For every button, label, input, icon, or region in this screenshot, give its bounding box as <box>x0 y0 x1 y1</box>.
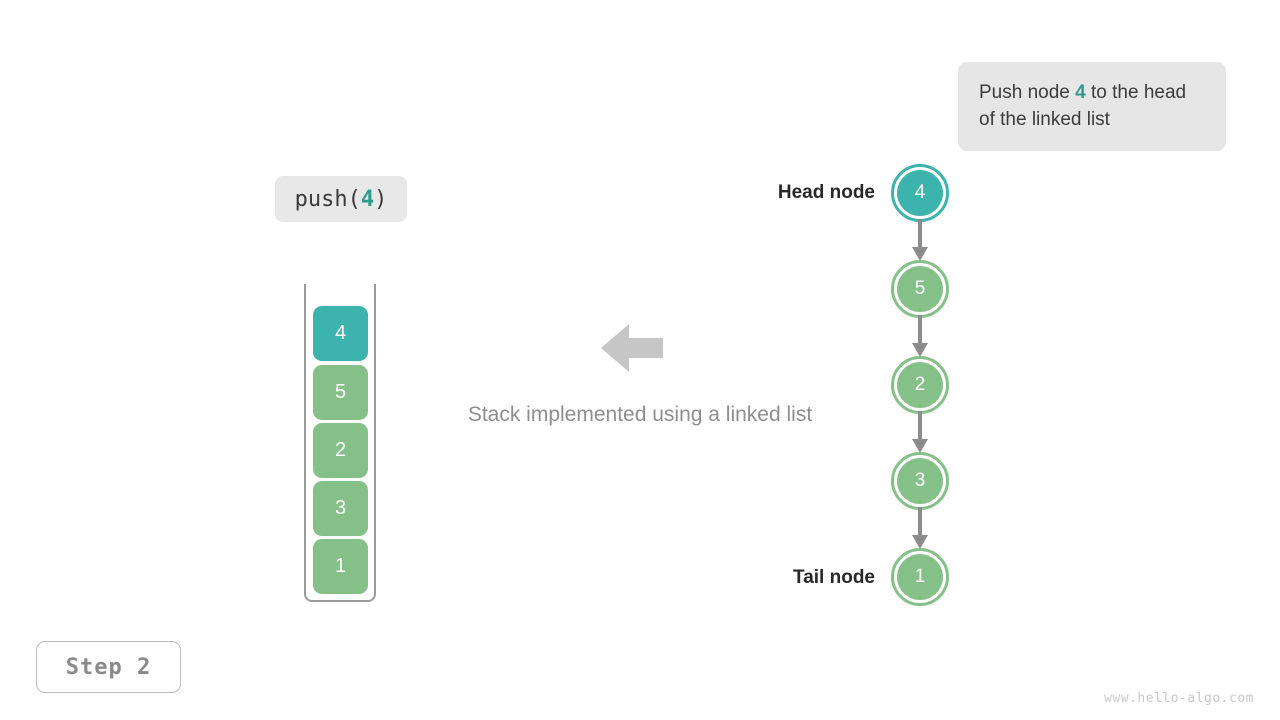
stack-visualization: 4 5 2 3 1 <box>304 284 376 602</box>
list-pointer-arrow <box>908 315 932 357</box>
list-pointer-arrow <box>908 411 932 453</box>
callout-tooltip: Push node 4 to the head of the linked li… <box>958 62 1226 151</box>
head-node-label: Head node <box>777 182 875 203</box>
list-node: 2 <box>891 356 949 414</box>
list-node-value: 5 <box>914 278 926 299</box>
list-node-fill: 1 <box>897 554 943 600</box>
stack-cell: 5 <box>313 365 368 420</box>
list-node-value: 3 <box>914 470 926 491</box>
callout-text-before: Push node <box>979 82 1076 103</box>
stack-cell: 2 <box>313 423 368 478</box>
list-node-fill: 5 <box>897 266 943 312</box>
list-node-fill: 2 <box>897 362 943 408</box>
list-pointer-arrow <box>908 219 932 261</box>
linked-list-visualization: Head node Tail node 4 5 2 3 1 <box>755 155 965 625</box>
step-badge: Step 2 <box>36 641 181 693</box>
list-node: 4 <box>891 164 949 222</box>
callout-highlight-value: 4 <box>1075 82 1086 103</box>
list-node-value: 1 <box>914 566 926 587</box>
callout-text-after: to the head of the linked list <box>979 82 1187 130</box>
list-node-value: 4 <box>914 182 926 203</box>
operation-suffix: ) <box>374 186 388 212</box>
list-node: 5 <box>891 260 949 318</box>
operation-prefix: push( <box>294 186 361 212</box>
tail-node-label: Tail node <box>793 567 875 588</box>
stack-cell-value: 4 <box>334 322 347 344</box>
list-node-fill: 4 <box>897 170 943 216</box>
stack-cell-value: 5 <box>334 381 347 403</box>
list-node-value: 2 <box>914 374 926 395</box>
list-pointer-arrow <box>908 507 932 549</box>
watermark: www.hello-algo.com <box>1104 691 1254 706</box>
operation-chip: push(4) <box>275 176 407 222</box>
arrow-left-icon <box>601 320 663 376</box>
stack-cell: 1 <box>313 539 368 594</box>
list-node: 1 <box>891 548 949 606</box>
stack-cell: 4 <box>313 306 368 361</box>
stack-cell-value: 3 <box>334 497 347 519</box>
stack-cell-value: 1 <box>334 555 347 577</box>
list-node: 3 <box>891 452 949 510</box>
operation-value: 4 <box>360 186 375 212</box>
stack-cell-value: 2 <box>334 439 347 461</box>
stack-container-frame <box>304 284 376 602</box>
stack-cell: 3 <box>313 481 368 536</box>
list-node-fill: 3 <box>897 458 943 504</box>
diagram-caption: Stack implemented using a linked list <box>467 403 813 426</box>
